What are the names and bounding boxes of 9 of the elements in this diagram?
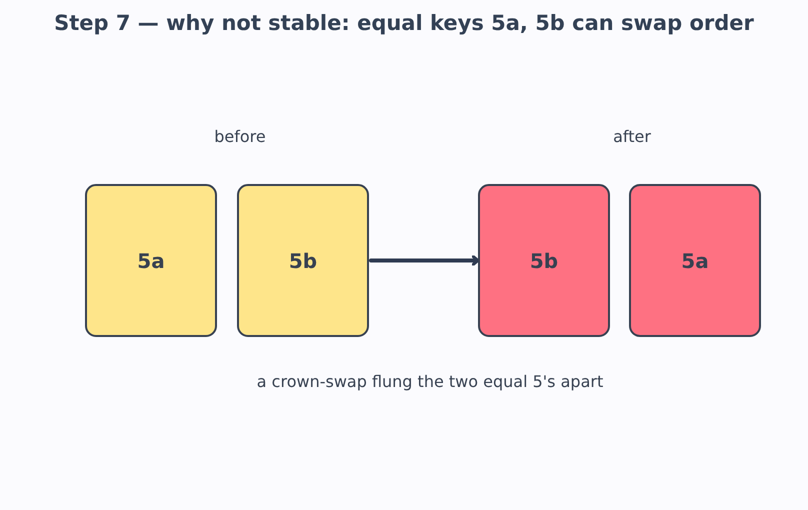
caption: a crown-swap flung the two equal 5's apart [256, 372, 604, 391]
group-label: after [613, 127, 651, 146]
diagram-title: Step 7 — why not stable: equal keys 5a, 5b can swap order [54, 11, 754, 35]
key-card: 5a [85, 184, 217, 337]
key-card: 5b [237, 184, 369, 337]
key-card: 5a [629, 184, 761, 337]
group-label: before [214, 127, 266, 146]
arrow [369, 254, 480, 267]
key-card: 5b [478, 184, 610, 337]
